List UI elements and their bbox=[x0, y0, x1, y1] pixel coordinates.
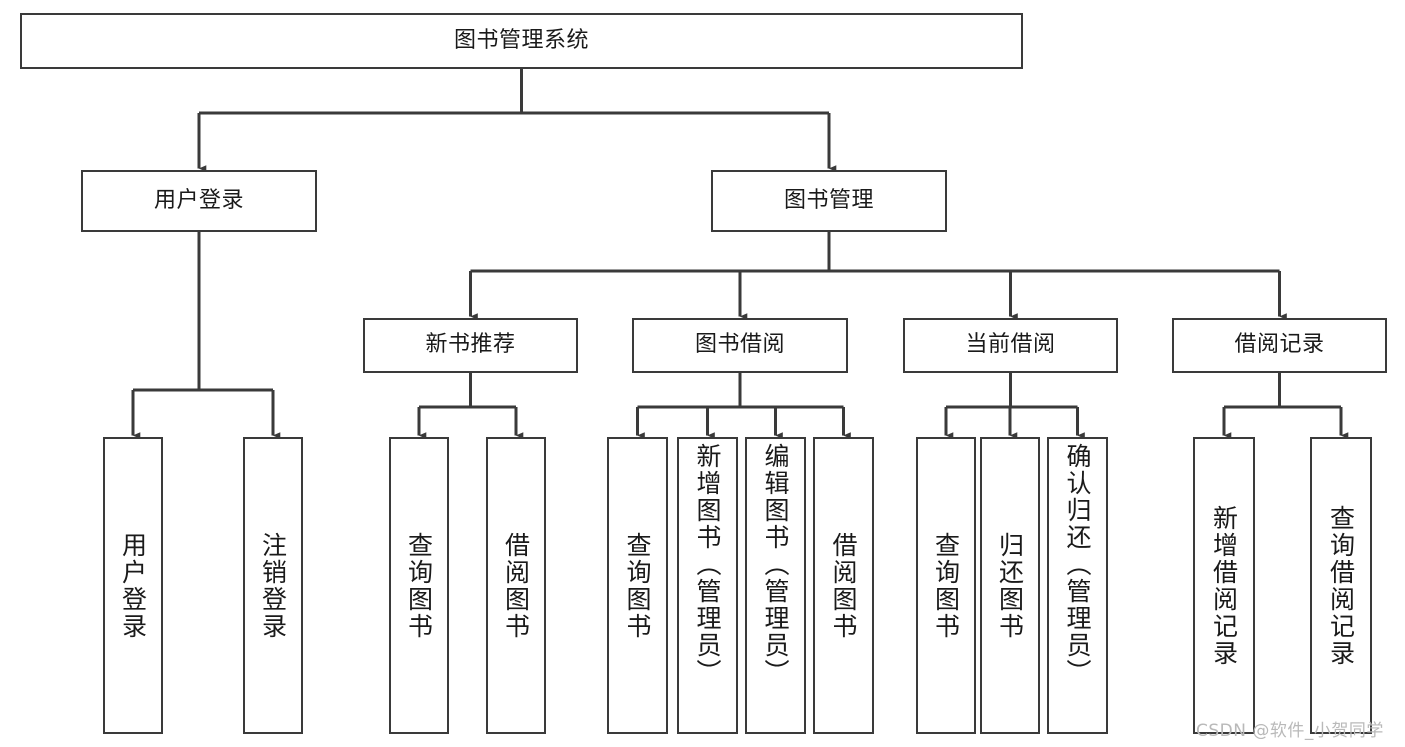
node-leaf-user-login[interactable]: 用户登录 bbox=[103, 437, 163, 734]
node-label: 图书管理 bbox=[783, 187, 874, 213]
node-label: 新书推荐 bbox=[425, 332, 516, 358]
node-label: 借阅记录 bbox=[1234, 332, 1325, 358]
node-leaf-user-logout[interactable]: 注销登录 bbox=[243, 437, 303, 734]
node-leaf-cur-return[interactable]: 归还图书 bbox=[980, 437, 1040, 734]
node-leaf-borrow-add[interactable]: 新增图书（管理员） bbox=[677, 437, 738, 734]
node-leaf-rec-query[interactable]: 查询借阅记录 bbox=[1310, 437, 1372, 734]
node-leaf-cur-confirm[interactable]: 确认归还（管理员） bbox=[1047, 437, 1108, 734]
node-newbook[interactable]: 新书推荐 bbox=[363, 318, 578, 373]
node-leaf-new-borrow[interactable]: 借阅图书 bbox=[486, 437, 546, 734]
node-label: 查询图书 bbox=[931, 531, 961, 640]
node-label: 图书管理系统 bbox=[453, 27, 589, 53]
node-leaf-rec-add[interactable]: 新增借阅记录 bbox=[1193, 437, 1255, 734]
node-current[interactable]: 当前借阅 bbox=[903, 318, 1118, 373]
watermark: CSDN @软件_小贺同学 bbox=[1196, 721, 1384, 741]
node-label: 用户登录 bbox=[118, 531, 148, 640]
node-label: 查询借阅记录 bbox=[1326, 504, 1356, 667]
node-bookmgmt[interactable]: 图书管理 bbox=[711, 170, 947, 232]
node-leaf-borrow-edit[interactable]: 编辑图书（管理员） bbox=[745, 437, 806, 734]
node-label: 当前借阅 bbox=[965, 332, 1056, 358]
node-label: 归还图书 bbox=[995, 531, 1025, 640]
node-borrow[interactable]: 图书借阅 bbox=[632, 318, 848, 373]
node-label: 注销登录 bbox=[258, 531, 288, 640]
node-label: 借阅图书 bbox=[501, 531, 531, 640]
node-label: 编辑图书（管理员） bbox=[761, 443, 790, 686]
node-label: 用户登录 bbox=[153, 187, 244, 213]
node-leaf-cur-query[interactable]: 查询图书 bbox=[916, 437, 976, 734]
node-label: 查询图书 bbox=[623, 531, 652, 640]
node-label: 查询图书 bbox=[404, 531, 434, 640]
node-leaf-borrow-query[interactable]: 查询图书 bbox=[607, 437, 668, 734]
node-leaf-borrow-lend[interactable]: 借阅图书 bbox=[813, 437, 874, 734]
node-records[interactable]: 借阅记录 bbox=[1172, 318, 1387, 373]
node-label: 图书借阅 bbox=[694, 332, 785, 358]
node-label: 借阅图书 bbox=[829, 531, 858, 640]
node-label: 新增图书（管理员） bbox=[693, 443, 722, 686]
node-login[interactable]: 用户登录 bbox=[81, 170, 317, 232]
node-label: 新增借阅记录 bbox=[1209, 504, 1239, 667]
node-root[interactable]: 图书管理系统 bbox=[20, 13, 1023, 69]
node-label: 确认归还（管理员） bbox=[1063, 443, 1092, 686]
node-leaf-new-query[interactable]: 查询图书 bbox=[389, 437, 449, 734]
